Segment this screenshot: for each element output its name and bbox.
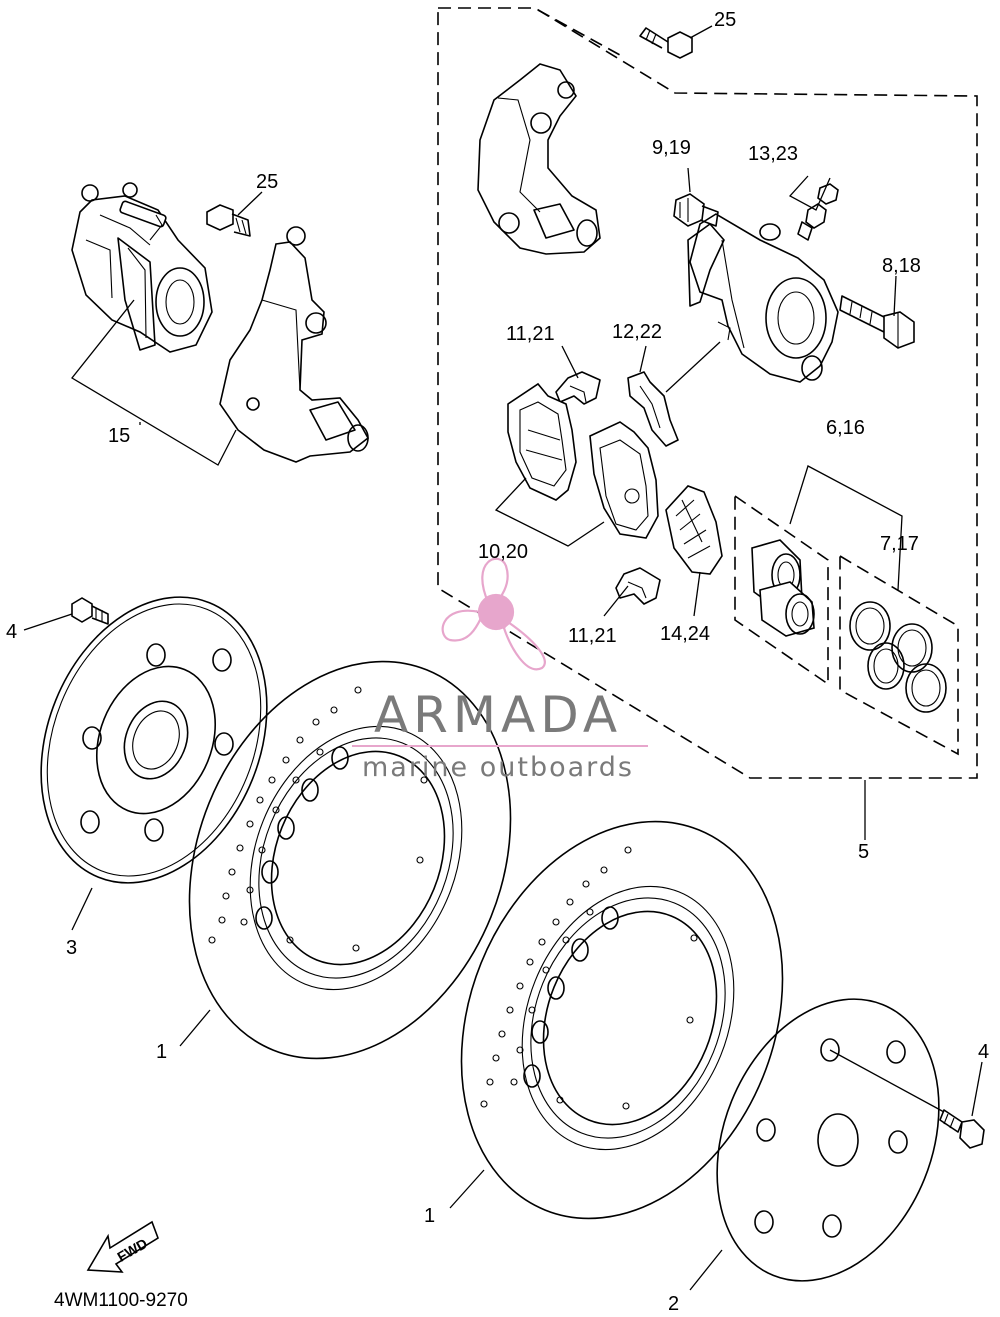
- propeller-logo-icon: [441, 557, 546, 671]
- disc-cover-2: [716, 998, 940, 1282]
- callout-25-left: 25: [256, 171, 278, 193]
- callout-5: 5: [858, 841, 869, 863]
- brand-tagline: marine outboards: [362, 752, 634, 783]
- callout-3: 3: [66, 937, 77, 959]
- caliper-bracket-left: [219, 226, 370, 463]
- bolt-25-right: [639, 27, 693, 59]
- brand-name: ARMADA: [374, 686, 622, 744]
- assembly-outline-notch: [537, 9, 621, 56]
- callout-25-right: 25: [714, 9, 736, 31]
- disc-cover-3: [40, 596, 268, 884]
- watermark: ARMADA marine outboards: [352, 557, 648, 783]
- diagram-code: 4WM1100-9270: [54, 1290, 188, 1311]
- pad-support-11-21-upper: [555, 371, 601, 405]
- callout-11-21-lower: 11,21: [568, 625, 617, 647]
- brake-pad-10-20-b: [589, 421, 659, 539]
- callout-4-left: 4: [6, 621, 17, 643]
- brake-pad-10-20-a: [507, 382, 577, 501]
- piston-6-16: [751, 539, 815, 637]
- callout-6-16: 6,16: [826, 417, 865, 439]
- callout-11-21-upper: 11,21: [506, 323, 555, 345]
- callout-1-lower: 1: [424, 1205, 435, 1227]
- bleeder-cap-13-23: [797, 183, 839, 241]
- bolt-25-left: [206, 204, 251, 237]
- callout-10-20: 10,20: [478, 541, 528, 563]
- pin-bolt-8-18: [839, 295, 915, 349]
- pad-shim-14-24: [665, 485, 723, 575]
- piston-box: [734, 494, 829, 686]
- assembly-outline: [437, 7, 978, 779]
- seal-box: [839, 554, 959, 756]
- callouts: 25 25 9,19 13,23 8,18 11,21 12,22 15 6,1…: [6, 9, 989, 1315]
- callout-7-17: 7,17: [880, 533, 919, 555]
- brake-disc-1-upper: [188, 660, 512, 1060]
- piston-seal-7-17: [849, 601, 947, 713]
- callout-12-22: 12,22: [612, 321, 662, 343]
- bleed-screw-9-19: [673, 193, 719, 227]
- disc-holes-lower: [480, 846, 698, 1110]
- pad-spring-12-22: [627, 371, 679, 447]
- caliper-body: [687, 213, 839, 383]
- bolt-4-right: [939, 1109, 985, 1149]
- pad-support-11-21-lower: [615, 567, 661, 605]
- brake-disc-1-lower: [460, 820, 784, 1220]
- callout-8-18: 8,18: [882, 255, 921, 277]
- callout-13-23: 13,23: [748, 143, 798, 165]
- callout-9-19: 9,19: [652, 137, 691, 159]
- callout-4-right: 4: [978, 1041, 989, 1063]
- forward-direction-arrow: FWD: [86, 1220, 159, 1273]
- caliper-bracket-right: [477, 63, 601, 255]
- callout-14-24: 14,24: [660, 623, 710, 645]
- callout-2: 2: [668, 1293, 679, 1315]
- disc-holes-upper: [208, 686, 428, 952]
- callout-1-upper: 1: [156, 1041, 167, 1063]
- leader-lines: [23, 25, 983, 1291]
- callout-15: 15: [108, 425, 130, 447]
- bolt-4-left: [71, 597, 109, 625]
- caliper-assembly-left: [71, 182, 213, 353]
